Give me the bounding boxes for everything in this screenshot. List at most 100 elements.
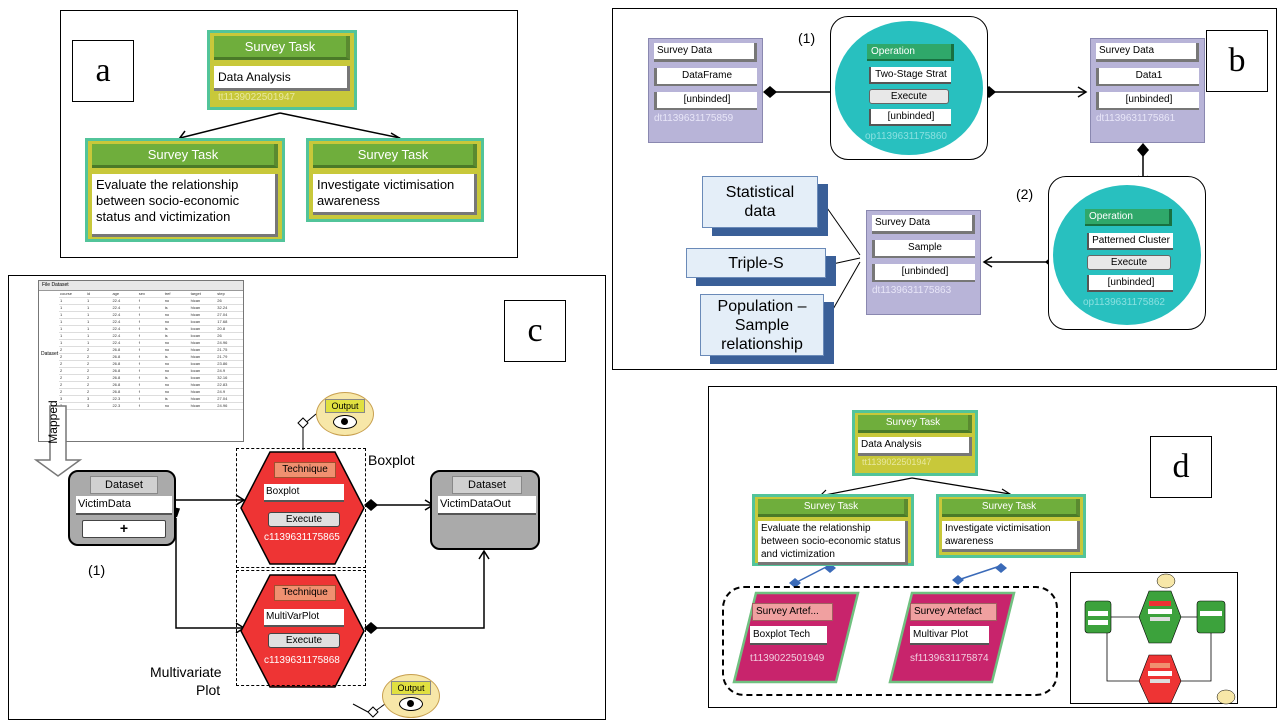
task-text[interactable]: Investigate victimisation awareness xyxy=(313,174,477,215)
spreadsheet-cell[interactable]: f xyxy=(137,374,164,382)
spreadsheet-menu[interactable]: File Dataset xyxy=(39,281,243,291)
spreadsheet-cell[interactable]: is xyxy=(163,374,190,382)
spreadsheet-cell[interactable]: f xyxy=(137,339,164,347)
technique-field[interactable]: Boxplot xyxy=(264,484,344,502)
op-field-1[interactable]: Two-Stage Strat xyxy=(869,67,951,84)
spreadsheet-cell[interactable]: is xyxy=(163,353,190,361)
c-tech2-node[interactable]: Technique MultiVarPlot Execute c11396311… xyxy=(240,575,364,687)
spreadsheet-cell[interactable]: locan xyxy=(189,374,217,382)
spreadsheet-cell[interactable]: hican xyxy=(189,297,217,305)
spreadsheet-cell[interactable]: f xyxy=(137,395,164,403)
spreadsheet-cell[interactable]: no xyxy=(163,339,190,347)
dataset-field[interactable]: VictimData xyxy=(76,496,172,515)
spreadsheet-cell[interactable]: 21.79 xyxy=(216,353,243,361)
d-workflow-thumbnail[interactable] xyxy=(1070,572,1238,705)
spreadsheet-cell[interactable]: hican xyxy=(189,381,217,389)
spreadsheet-cell[interactable]: 2 xyxy=(59,381,87,389)
spreadsheet-cell[interactable]: 20.8 xyxy=(216,325,243,333)
spreadsheet-cell[interactable]: f xyxy=(137,381,164,389)
c-dataset-out[interactable]: Dataset VictimDataOut xyxy=(430,470,540,550)
d-artefact-2[interactable]: Survey Artefact Multivar Plot sf11396311… xyxy=(890,593,1014,682)
spreadsheet-cell[interactable]: 22.4 xyxy=(111,339,138,347)
spreadsheet-cell[interactable]: 26.8 xyxy=(111,374,138,382)
spreadsheet-cell[interactable]: locan xyxy=(189,332,217,340)
spreadsheet-cell[interactable]: 26.8 xyxy=(111,381,138,389)
data-field-1[interactable]: Data1 xyxy=(1096,68,1199,86)
spreadsheet-cell[interactable]: hican xyxy=(189,395,217,403)
a-left-task[interactable]: Survey Task Evaluate the relationship be… xyxy=(85,138,285,242)
spreadsheet-cell[interactable]: 24.9 xyxy=(216,367,243,375)
spreadsheet-cell[interactable]: f xyxy=(137,402,164,410)
b-survey-data-out[interactable]: Survey Data Data1 [unbinded] dt113963117… xyxy=(1090,38,1205,143)
spreadsheet-cell[interactable]: 27.04 xyxy=(216,395,243,403)
spreadsheet-cell[interactable]: 2 xyxy=(59,353,87,361)
spreadsheet-cell[interactable]: 24.9 xyxy=(216,388,243,396)
data-field-2[interactable]: [unbinded] xyxy=(654,92,757,110)
c-dataset-in[interactable]: Dataset VictimData + xyxy=(68,470,176,546)
spreadsheet-cell[interactable]: f xyxy=(137,297,164,305)
spreadsheet-cell[interactable]: is xyxy=(163,325,190,333)
spreadsheet-cell[interactable]: hican xyxy=(189,353,217,361)
op-field-2[interactable]: [unbinded] xyxy=(869,109,951,126)
c-output1-node[interactable]: Output xyxy=(316,392,374,436)
spreadsheet-cell[interactable]: 32.24 xyxy=(216,304,243,312)
spreadsheet-cell[interactable]: 22.4 xyxy=(111,318,138,326)
spreadsheet-cell[interactable]: f xyxy=(137,311,164,319)
spreadsheet-cell[interactable]: 1 xyxy=(59,297,87,305)
op-field-2[interactable]: [unbinded] xyxy=(1087,275,1173,292)
d-left-task[interactable]: Survey Task Evaluate the relationship be… xyxy=(752,494,914,566)
data-field-1[interactable]: Sample xyxy=(872,240,975,258)
spreadsheet-cell[interactable]: 22.83 xyxy=(216,381,243,389)
spreadsheet-cell[interactable]: 1 xyxy=(59,339,87,347)
spreadsheet-cell[interactable]: is xyxy=(163,395,190,403)
d-right-task[interactable]: Survey Task Investigate victimisation aw… xyxy=(936,494,1086,558)
add-button[interactable]: + xyxy=(82,520,166,538)
spreadsheet-cell[interactable]: f xyxy=(137,325,164,333)
task-text[interactable]: Data Analysis xyxy=(214,66,350,91)
spreadsheet-cell[interactable]: f xyxy=(137,346,164,354)
b-survey-data-sample[interactable]: Survey Data Sample [unbinded] dt11396311… xyxy=(866,210,981,315)
spreadsheet-cell[interactable]: 3 xyxy=(59,402,87,410)
spreadsheet-cell[interactable]: no xyxy=(163,402,190,410)
spreadsheet-cell[interactable]: 1 xyxy=(86,297,112,305)
spreadsheet-cell[interactable]: 26 xyxy=(216,297,243,305)
spreadsheet-cell[interactable]: f xyxy=(137,360,164,368)
execute-button[interactable]: Execute xyxy=(268,633,340,648)
spreadsheet-cell[interactable]: 2 xyxy=(86,367,112,375)
op-field-1[interactable]: Patterned Cluster xyxy=(1087,233,1173,250)
c-tech1-node[interactable]: Technique Boxplot Execute c1139631175865 xyxy=(240,452,364,564)
spreadsheet-cell[interactable]: 22.4 xyxy=(111,332,138,340)
spreadsheet-cell[interactable]: 22.4 xyxy=(111,325,138,333)
spreadsheet-cell[interactable]: 22.4 xyxy=(111,297,138,305)
data-field-2[interactable]: [unbinded] xyxy=(872,264,975,282)
spreadsheet-cell[interactable]: f xyxy=(137,388,164,396)
spreadsheet-cell[interactable]: 1 xyxy=(86,318,112,326)
execute-button[interactable]: Execute xyxy=(268,512,340,527)
spreadsheet-cell[interactable]: 1 xyxy=(59,325,87,333)
c-output2-node[interactable]: Output xyxy=(382,674,440,718)
spreadsheet-cell[interactable]: 26.8 xyxy=(111,353,138,361)
spreadsheet-cell[interactable]: hican xyxy=(189,304,217,312)
spreadsheet-cell[interactable]: hican xyxy=(189,402,217,410)
spreadsheet-cell[interactable]: 26.8 xyxy=(111,388,138,396)
spreadsheet-cell[interactable]: no xyxy=(163,311,190,319)
task-text[interactable]: Evaluate the relationship between socio-… xyxy=(758,521,908,565)
spreadsheet-cell[interactable]: 1 xyxy=(86,339,112,347)
spreadsheet-cell[interactable]: no xyxy=(163,388,190,396)
spreadsheet-cell[interactable]: 22.3 xyxy=(111,402,138,410)
spreadsheet-cell[interactable]: 2 xyxy=(86,388,112,396)
task-text[interactable]: Investigate victimisation awareness xyxy=(942,521,1080,552)
spreadsheet-cell[interactable]: 1 xyxy=(59,304,87,312)
spreadsheet-cell[interactable]: 24.96 xyxy=(216,402,243,410)
spreadsheet-cell[interactable]: is xyxy=(163,304,190,312)
spreadsheet-cell[interactable]: 22.4 xyxy=(111,311,138,319)
artefact-field[interactable]: Boxplot Tech xyxy=(750,626,827,645)
